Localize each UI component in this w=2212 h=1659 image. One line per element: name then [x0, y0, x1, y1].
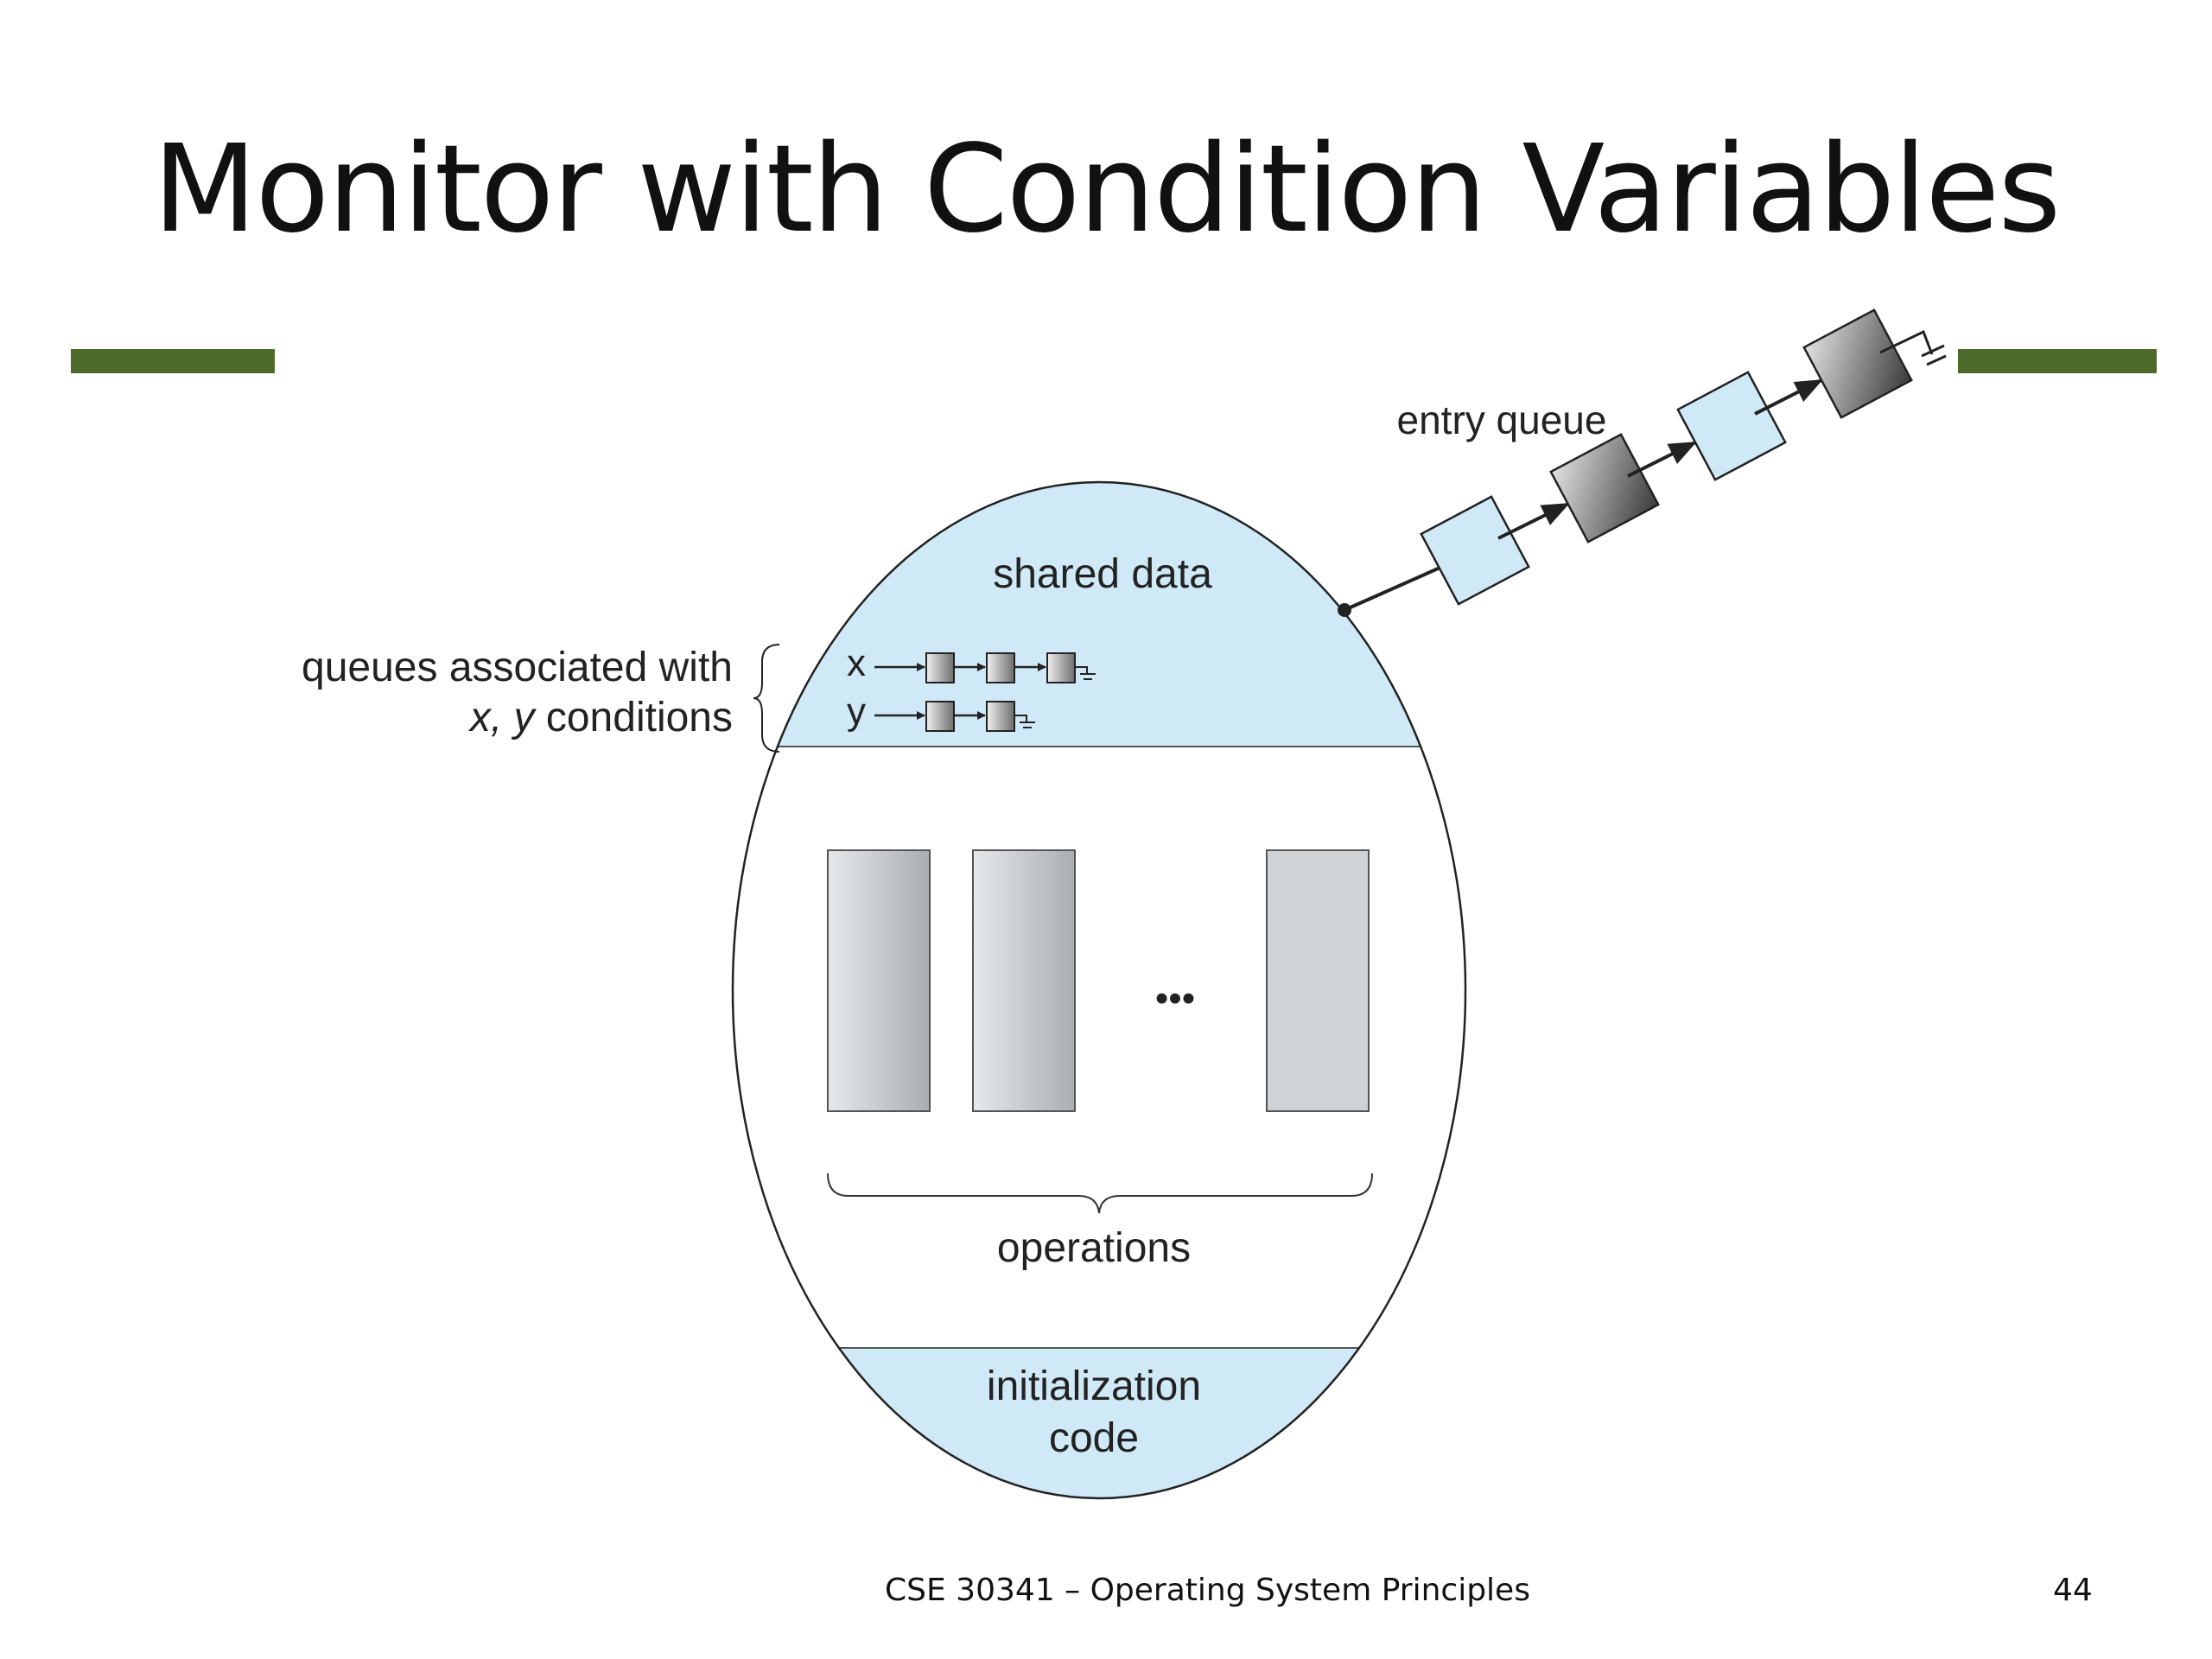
- page-number: 44: [2053, 1573, 2093, 1608]
- queue-x-node: [925, 652, 955, 683]
- shared-data-label: shared data: [993, 551, 1212, 597]
- operations-ellipsis: •••: [1155, 977, 1195, 1020]
- queue-y-node: [986, 701, 1015, 732]
- queues-label-line1: queues associated with: [302, 645, 733, 690]
- operations-brace: [827, 1173, 1373, 1214]
- entry-queue-label: entry queue: [1397, 397, 1607, 442]
- shared-data-region: [733, 482, 1465, 747]
- condition-queues: x y: [847, 642, 1096, 733]
- operation-box: [827, 849, 931, 1112]
- conditions-word: conditions: [546, 695, 733, 741]
- slide-title: Monitor with Condition Variables: [152, 119, 2062, 260]
- cond-y-label: y: [847, 690, 866, 733]
- entry-queue-node: [1549, 433, 1660, 543]
- entry-queue-node: [1420, 495, 1530, 606]
- ground-icon: [1014, 715, 1035, 728]
- accent-bar-left: [71, 349, 275, 373]
- init-label-line2: code: [1049, 1415, 1139, 1461]
- queues-brace: [753, 644, 780, 753]
- queue-y-node: [925, 701, 955, 732]
- var-y: y: [512, 695, 537, 741]
- operations-label: operations: [997, 1225, 1191, 1271]
- ground-icon: [1879, 329, 1947, 366]
- queue-x: [874, 652, 1096, 683]
- queue-x-node: [1046, 652, 1076, 683]
- accent-bar-right: [1958, 349, 2157, 373]
- var-x: x,: [468, 695, 502, 741]
- init-label-line1: initialization: [987, 1363, 1201, 1409]
- entry-queue-node: [1676, 371, 1787, 481]
- entry-queue: [1338, 308, 1947, 617]
- queue-y: [874, 701, 1035, 732]
- queues-label-line2: x, y conditions: [468, 695, 733, 741]
- operations-group: ••• operations: [827, 849, 1373, 1271]
- footer-course-title: CSE 30341 – Operating System Principles: [885, 1573, 1530, 1608]
- queue-x-node: [986, 652, 1015, 683]
- operation-box: [972, 849, 1076, 1112]
- operation-box: [1266, 849, 1370, 1112]
- entry-queue-node: [1802, 308, 1913, 419]
- cond-x-label: x: [847, 642, 866, 684]
- ground-icon: [1075, 666, 1096, 680]
